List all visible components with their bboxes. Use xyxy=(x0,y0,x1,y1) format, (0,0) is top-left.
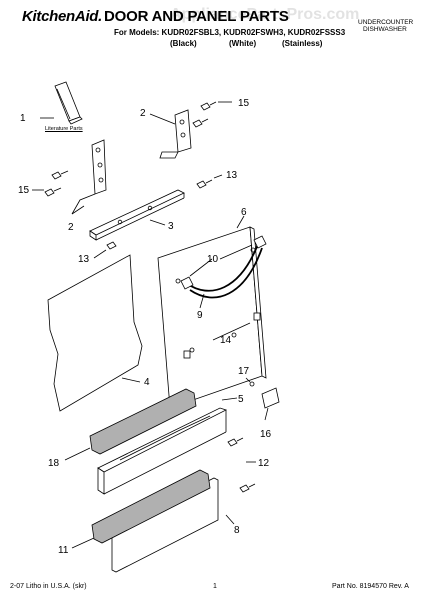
footer-part-number: Part No. 8194570 Rev. A xyxy=(332,583,409,590)
hinge-bracket-lower xyxy=(71,139,107,215)
brand-logo: KitchenAid. xyxy=(22,8,103,25)
callout-9: 9 xyxy=(197,310,203,321)
literature-booklet xyxy=(40,81,83,125)
callout-1: 1 xyxy=(20,113,26,124)
callout-17: 17 xyxy=(238,366,250,377)
footer-page-number: 1 xyxy=(213,583,217,590)
callout-16: 16 xyxy=(260,429,272,440)
callout-15-upper: 15 xyxy=(238,98,250,109)
callout-3: 3 xyxy=(168,221,174,232)
callout-13-lower: 13 xyxy=(78,254,90,265)
spacer-14 xyxy=(183,312,261,359)
product-type-line1: UNDERCOUNTER xyxy=(358,19,414,26)
door-bottom-channel xyxy=(97,397,238,495)
literature-parts-label: Literature Parts xyxy=(45,126,83,132)
callout-12: 12 xyxy=(258,458,270,469)
callout-15-lower: 15 xyxy=(18,185,30,196)
screw-12-set xyxy=(227,437,256,493)
callout-5: 5 xyxy=(238,394,244,405)
outer-door-panel xyxy=(157,215,267,409)
callout-6: 6 xyxy=(241,207,247,218)
color-black: (Black) xyxy=(170,39,197,48)
color-white: (White) xyxy=(229,39,257,48)
screw-13-set xyxy=(93,174,223,259)
end-cap-trim xyxy=(245,377,280,421)
callout-13-upper: 13 xyxy=(226,170,238,181)
foam-insulation-upper xyxy=(64,388,197,461)
callout-11: 11 xyxy=(58,545,69,556)
callout-18: 18 xyxy=(48,458,60,469)
callout-8: 8 xyxy=(234,525,240,536)
callout-2-lower: 2 xyxy=(68,222,74,233)
model-list: For Models: KUDR02FSBL3, KUDR02FSWH3, KU… xyxy=(114,28,346,37)
kickplate-channel xyxy=(111,477,235,573)
callout-4: 4 xyxy=(144,377,150,388)
door-handle xyxy=(180,235,267,309)
screw-15-upper xyxy=(192,101,232,128)
inner-door-panel xyxy=(47,254,143,412)
product-type-line2: DISHWASHER xyxy=(363,26,407,33)
footer-litho: 2-07 Litho in U.S.A. (skr) xyxy=(10,583,87,590)
hinge-bracket-upper xyxy=(149,109,192,159)
callout-2-upper: 2 xyxy=(140,108,146,119)
callout-14: 14 xyxy=(220,335,232,346)
watermark: AppliancePartsPros.com xyxy=(170,6,360,23)
callout-10: 10 xyxy=(207,254,219,265)
screw-15-lower xyxy=(32,170,69,197)
color-stainless: (Stainless) xyxy=(282,39,323,48)
door-top-channel xyxy=(89,189,185,241)
foam-insulation-lower xyxy=(71,469,211,549)
page-title: DOOR AND PANEL PARTS xyxy=(104,8,289,25)
